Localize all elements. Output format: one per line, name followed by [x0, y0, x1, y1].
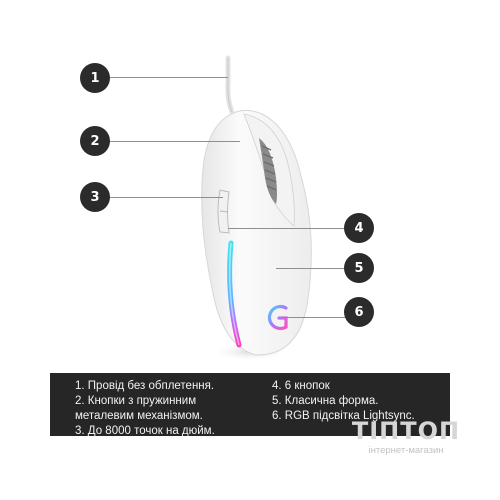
leader-line-2	[107, 141, 240, 142]
callout-5: 5	[344, 253, 374, 283]
leader-line-6	[282, 317, 345, 318]
leader-line-3	[107, 197, 223, 198]
watermark-subtitle: інтернет-магазин	[368, 445, 444, 456]
feature-line: 6. RGB підсвітка Lightsync.	[272, 410, 415, 422]
feature-list-panel: 1. Провід без обплетення. 2. Кнопки з пр…	[50, 373, 450, 439]
feature-line: 5. Класична форма.	[272, 395, 379, 407]
leader-line-4	[228, 228, 345, 229]
feature-line: 1. Провід без обплетення.	[75, 380, 215, 392]
store-watermark: ТІПТОП інтернет-магазин	[341, 418, 471, 458]
leader-line-5	[276, 268, 345, 269]
feature-line: 3. До 8000 точок на дюйм.	[75, 425, 215, 437]
callout-4: 4	[344, 213, 374, 243]
leader-line-1	[107, 77, 228, 78]
g-logo	[267, 304, 288, 331]
callout-2: 2	[80, 126, 110, 156]
callout-1: 1	[80, 63, 110, 93]
feature-column-right: 4. 6 кнопок 5. Класична форма. 6. RGB пі…	[272, 379, 415, 424]
feature-line: металевим механізмом.	[75, 410, 203, 422]
callout-3: 3	[80, 182, 110, 212]
callout-6: 6	[344, 297, 374, 327]
feature-line: 2. Кнопки з пружинним	[75, 395, 197, 407]
feature-column-left: 1. Провід без обплетення. 2. Кнопки з пр…	[75, 379, 215, 439]
watermark-brand: ТІПТОП	[351, 417, 461, 445]
feature-line: 4. 6 кнопок	[272, 380, 330, 392]
